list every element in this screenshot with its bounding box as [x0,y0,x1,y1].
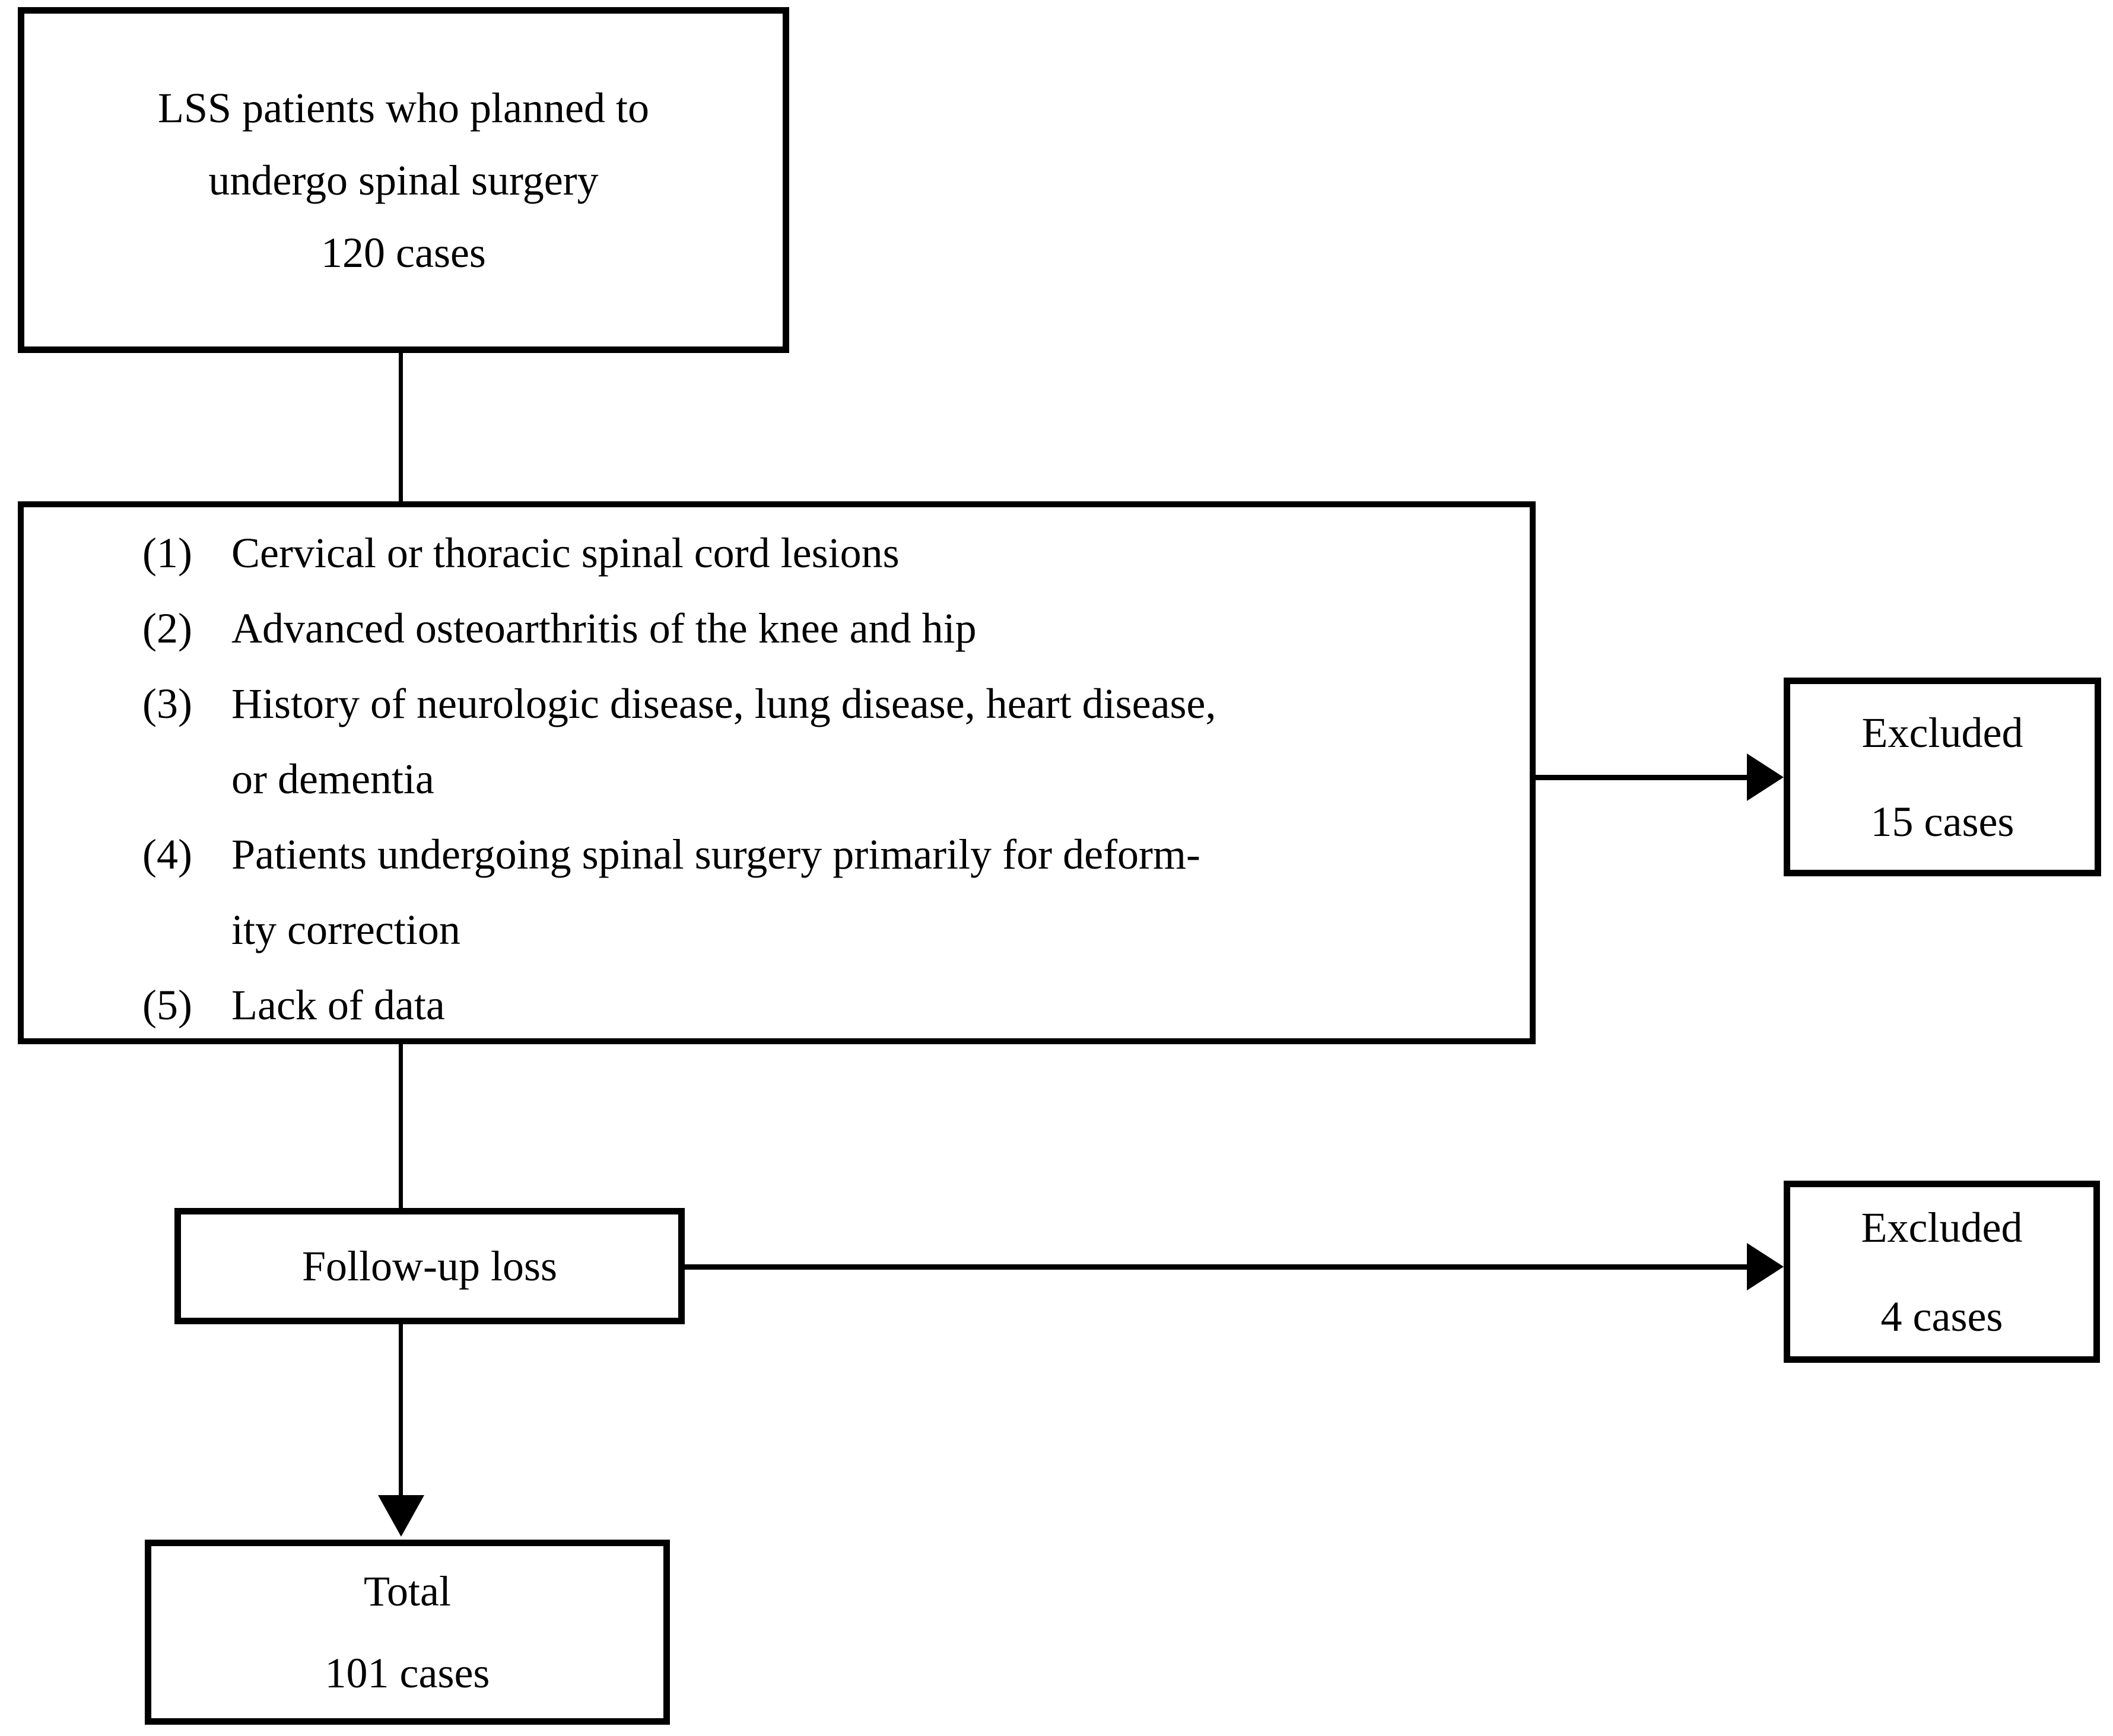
list-item-text: History of neurologic disease, lung dise… [231,680,1216,803]
box-total: Total 101 cases [145,1540,670,1725]
total-text: Total 101 cases [325,1568,490,1697]
source-population-text: LSS patients who planned to undergo spin… [158,84,649,276]
list-item-number: (2) [142,605,192,652]
list-item-text: Cervical or thoracic spinal cord lesions [231,529,900,577]
list-item-number: (1) [142,529,192,577]
arrow-criteria-to-excluded15 [1536,775,1749,780]
box-excluded-4-cases: Excluded 4 cases [1784,1181,2100,1363]
followup-loss-text: Follow-up loss [301,1242,558,1290]
list-item-number: (5) [142,981,192,1029]
box-followup-loss: Follow-up loss [174,1208,685,1324]
box-source-population: LSS patients who planned to undergo spin… [18,7,789,353]
connector-criteria-to-followup [399,1044,403,1208]
excluded-4-cases-text: Excluded 4 cases [1861,1203,2023,1340]
list-item: (3) History of neurologic disease, lung … [142,666,1512,817]
list-item: (2) Advanced osteoarthritis of the knee … [142,591,1512,666]
list-item: (5) Lack of data [142,968,1512,1043]
list-item-number: (3) [142,680,192,727]
exclusion-criteria-list: (1) Cervical or thoracic spinal cord les… [24,507,1530,1043]
box-exclusion-criteria: (1) Cervical or thoracic spinal cord les… [18,501,1536,1044]
list-item: (4) Patients undergoing spinal surgery p… [142,817,1512,968]
list-item-text: Lack of data [231,981,445,1029]
arrowhead-down-icon [378,1495,424,1537]
excluded-15-cases-text: Excluded 15 cases [1861,708,2023,845]
list-item-text: Advanced osteoarthritis of the knee and … [231,605,977,652]
list-item-number: (4) [142,831,192,878]
list-item: (1) Cervical or thoracic spinal cord les… [142,516,1512,591]
list-item-text: Patients undergoing spinal surgery prima… [231,831,1201,953]
arrow-followup-to-excluded4 [685,1264,1749,1270]
box-excluded-15-cases: Excluded 15 cases [1784,678,2101,876]
arrow-followup-to-total [399,1324,403,1496]
arrowhead-right-icon [1747,753,1784,801]
arrowhead-right-icon [1747,1243,1784,1290]
connector-source-to-criteria [399,353,403,501]
